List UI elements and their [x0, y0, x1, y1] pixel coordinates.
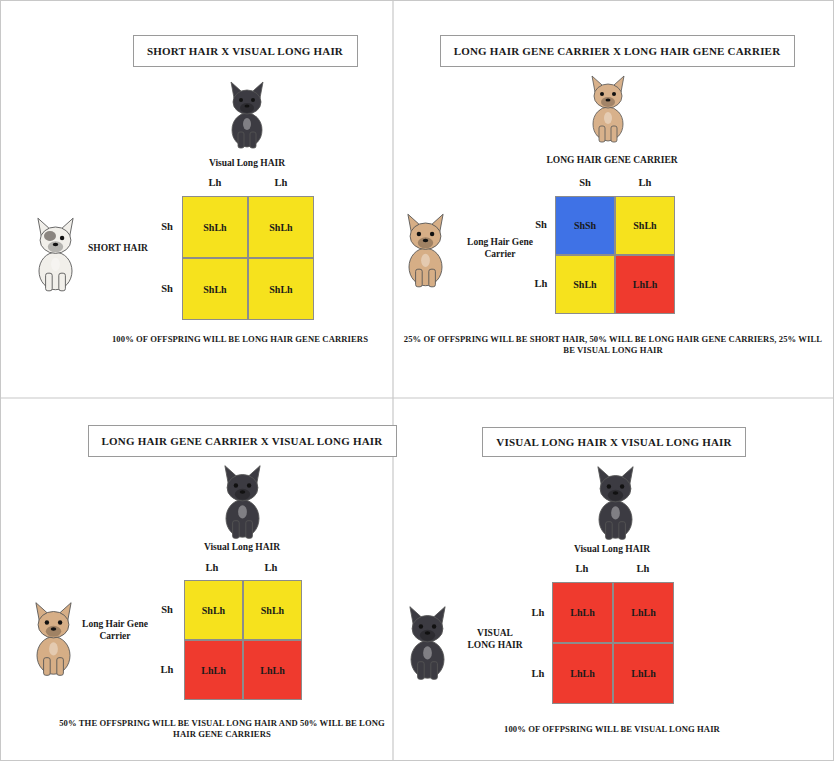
cross-title: SHORT HAIR X VISUAL LONG HAIR: [147, 45, 343, 57]
parent-label: Visual Long HAIR: [172, 158, 322, 170]
punnett-cell: LhLh: [615, 255, 675, 314]
parent-label: Long Hair Gene Carrier: [465, 237, 535, 261]
genotype-text: ShLh: [202, 605, 225, 616]
punnett-cell: ShLh: [182, 196, 248, 258]
allele-header: Sh: [157, 603, 177, 616]
dog-photo: [225, 466, 260, 539]
dog-photo: [36, 603, 71, 676]
punnett-cell: LhLh: [613, 582, 674, 643]
genotype-text: LhLh: [631, 668, 655, 679]
allele-header: Lh: [256, 561, 286, 574]
genotype-text: ShLh: [269, 222, 292, 233]
genotype-text: ShLh: [269, 284, 292, 295]
allele-header: Lh: [266, 176, 296, 189]
parent-label: Long Hair Gene Carrier: [80, 619, 150, 643]
dog-photo: [38, 218, 73, 291]
allele-header: Lh: [567, 562, 597, 575]
punnett-cell: ShLh: [555, 255, 615, 314]
punnett-cell: LhLh: [552, 643, 613, 704]
result-caption: 25% OF OFFSPRING WILL BE SHORT HAIR, 50%…: [403, 334, 823, 355]
allele-header: Lh: [528, 667, 548, 680]
punnett-cell: ShLh: [615, 196, 675, 255]
dog-photo: [231, 82, 263, 148]
genotype-text: ShLh: [203, 284, 226, 295]
genotype-text: LhLh: [201, 665, 225, 676]
punnett-cell: ShLh: [243, 580, 302, 640]
cross-title-box: LONG HAIR GENE CARRIER X VISUAL LONG HAI…: [88, 425, 397, 457]
result-caption: 50% THE OFFSPRING WILL BE VISUAL LONG HA…: [57, 718, 387, 739]
genotype-text: LhLh: [260, 665, 284, 676]
punnett-cell: ShLh: [248, 258, 314, 320]
dog-photo: [598, 467, 633, 540]
cross-title-box: LONG HAIR GENE CARRIER X LONG HAIR GENE …: [440, 35, 795, 67]
allele-header: Lh: [528, 606, 548, 619]
allele-header: Lh: [197, 561, 227, 574]
parent-label: VISUAL LONG HAIR: [465, 628, 525, 652]
allele-header: Lh: [531, 277, 551, 290]
allele-header: Lh: [630, 176, 660, 189]
cross-title-box: SHORT HAIR X VISUAL LONG HAIR: [133, 35, 358, 67]
genotype-text: ShLh: [573, 279, 596, 290]
genotype-text: LhLh: [633, 279, 657, 290]
genotype-text: ShLh: [633, 220, 656, 231]
punnett-cell: LhLh: [184, 640, 243, 700]
cross-title: LONG HAIR GENE CARRIER X VISUAL LONG HAI…: [102, 435, 383, 447]
allele-header: Sh: [157, 220, 177, 233]
punnett-cell: ShSh: [555, 196, 615, 255]
allele-header: Lh: [200, 176, 230, 189]
allele-header: Sh: [570, 176, 600, 189]
dog-photo: [408, 214, 443, 287]
allele-header: Sh: [157, 282, 177, 295]
punnett-cell: ShLh: [248, 196, 314, 258]
punnett-cell: ShLh: [182, 258, 248, 320]
genotype-text: ShLh: [203, 222, 226, 233]
cross-title-box: VISUAL LONG HAIR X VISUAL LONG HAIR: [482, 427, 746, 457]
parent-label: SHORT HAIR: [88, 243, 148, 255]
allele-header: Sh: [531, 218, 551, 231]
cross-title: VISUAL LONG HAIR X VISUAL LONG HAIR: [496, 436, 731, 448]
punnett-cell: LhLh: [552, 582, 613, 643]
punnett-cell: ShLh: [184, 580, 243, 640]
allele-header: Lh: [628, 562, 658, 575]
punnett-cell: LhLh: [243, 640, 302, 700]
result-caption: 100% OF OFFSPRING WILL BE LONG HAIR GENE…: [75, 334, 405, 345]
dog-patch: [44, 231, 56, 241]
dog-photo: [410, 607, 445, 680]
genotype-text: ShLh: [261, 605, 284, 616]
genotype-text: LhLh: [570, 607, 594, 618]
genotype-text: LhLh: [631, 607, 655, 618]
result-caption: 100% OF OFFPSRING WILL BE VISUAL LONG HA…: [447, 724, 777, 735]
parent-label: Visual Long HAIR: [167, 542, 317, 554]
genotype-text: ShSh: [574, 220, 596, 231]
punnett-cell: LhLh: [613, 643, 674, 704]
allele-header: Lh: [157, 663, 177, 676]
genotype-text: LhLh: [570, 668, 594, 679]
cross-title: LONG HAIR GENE CARRIER X LONG HAIR GENE …: [454, 45, 781, 57]
dog-photo: [592, 76, 624, 142]
parent-label: LONG HAIR GENE CARRIER: [512, 155, 712, 167]
parent-label: Visual Long HAIR: [537, 544, 687, 556]
